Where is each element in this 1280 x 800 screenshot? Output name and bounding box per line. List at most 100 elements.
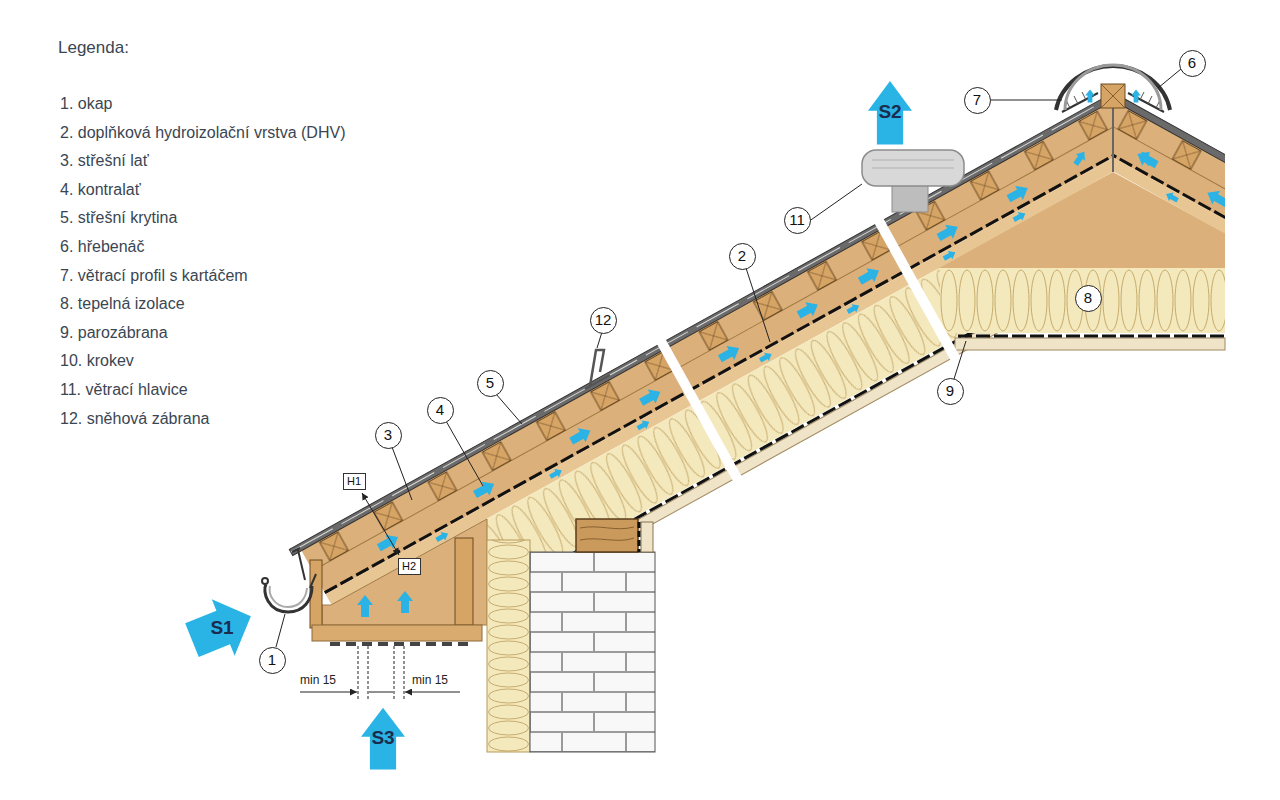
wood-grain (580, 527, 634, 540)
callout-number: 8 (1084, 290, 1092, 307)
brush (1066, 92, 1160, 108)
legend-text: 12. sněhová zábrana (60, 410, 209, 427)
callout-circle: 9 (937, 378, 964, 405)
legend-item: 12. sněhová zábrana (60, 405, 345, 434)
height-dimension (362, 493, 399, 555)
vent-profile (1062, 93, 1164, 112)
air-arrow (567, 423, 594, 448)
callout-circle: 7 (964, 87, 991, 114)
membrane (325, 127, 1113, 592)
vapour-barrier (638, 522, 641, 552)
air-arrow (935, 220, 962, 245)
soffit (312, 625, 482, 641)
legend-item: 4. kontralať (60, 176, 345, 205)
arrow-label: S3 (371, 728, 394, 749)
air-arrow (1005, 181, 1032, 206)
extension-line (358, 646, 359, 700)
callout-number: 6 (1188, 55, 1196, 72)
air-arrow (1134, 147, 1161, 172)
section-break (870, 210, 964, 368)
gutter-inner (270, 586, 307, 607)
eave-timber (322, 519, 487, 625)
gap-dimension (300, 646, 460, 700)
callout-circle: 4 (427, 397, 454, 424)
air-arrow (397, 591, 413, 613)
air-arrow (1131, 89, 1141, 102)
dimension-label: min 15 (412, 674, 448, 687)
gutter-bead (262, 578, 268, 584)
lining (487, 333, 1113, 552)
air-arrow (1071, 148, 1089, 167)
legend-item: 3. střešní lať (60, 147, 345, 176)
air-arrow (856, 263, 883, 288)
extension-line (404, 646, 405, 700)
legend-text: 1. okap (60, 95, 112, 112)
vent-stem (892, 184, 928, 212)
callout-number: 9 (946, 383, 954, 400)
legend-item: 7. větrací profil s kartáčem (60, 262, 345, 291)
arrow-label: S1 (210, 618, 233, 639)
arrow-body (868, 81, 912, 145)
leader-line (746, 268, 770, 342)
batten-cross (1102, 85, 1125, 108)
leader-line (496, 394, 522, 424)
leader-line (446, 421, 483, 486)
air-arrow (1085, 89, 1095, 102)
arrow-body (361, 708, 405, 770)
post (455, 538, 473, 625)
vapour-barrier (487, 333, 1113, 552)
leader-line (392, 447, 412, 500)
dimension-line (405, 692, 460, 693)
callout-circle: 11 (784, 207, 811, 234)
callout-number: 7 (973, 92, 981, 109)
legend-item: 8. tepelná izolace (60, 290, 345, 319)
snow-guard (585, 350, 610, 389)
legend-item: 5. střešní krytina (60, 204, 345, 233)
arrow-body (181, 588, 263, 668)
drip-edge (292, 548, 305, 580)
callout-number: 3 (384, 427, 392, 444)
right-slope (1113, 94, 1225, 251)
air-arrow (716, 341, 743, 366)
height-tag: H1 (343, 473, 366, 490)
dimension-line (300, 692, 357, 693)
gutter-bracket (310, 574, 316, 588)
ceiling-lining (955, 338, 1225, 350)
legend-text: 11. větrací hlavice (60, 381, 188, 398)
legend-text: 3. střešní lať (60, 152, 149, 169)
callout-number: 1 (268, 652, 276, 669)
air-arrow (1164, 190, 1180, 205)
air-arrow (375, 530, 402, 555)
callout-circle: 2 (729, 243, 756, 270)
airflow-arrow: S2 (864, 76, 916, 148)
battens (1113, 100, 1225, 216)
wall-plate (576, 519, 638, 552)
extension-line (368, 646, 369, 700)
wall-insulation (487, 540, 530, 752)
callout-number: 4 (436, 402, 444, 419)
leader-line (954, 341, 966, 379)
air-arrow (941, 248, 957, 263)
soffit-vent (330, 642, 470, 646)
legend-text: 4. kontralať (60, 181, 141, 198)
air-arrow (1204, 186, 1225, 211)
section-break (652, 331, 746, 489)
callout-circle: 6 (1179, 50, 1206, 77)
legend-text: 8. tepelná izolace (60, 295, 185, 312)
legend: 1. okap 2. doplňková hydroizolační vrstva… (60, 90, 345, 433)
vent-ribs (872, 160, 954, 168)
air-arrow (357, 595, 373, 617)
leader-line (1158, 69, 1181, 88)
air-arrow (795, 297, 822, 322)
leader-line (276, 614, 285, 647)
callout-number: 5 (486, 375, 494, 392)
tag-text: H1 (347, 475, 361, 487)
legend-item: 6. hřebenáč (60, 233, 345, 262)
brick-wall (530, 552, 655, 752)
legend-text: 7. větrací profil s kartáčem (60, 267, 248, 284)
vent-head (862, 150, 964, 186)
legend-item: 9. parozábrana (60, 319, 345, 348)
legend-item: 2. doplňková hydroizolační vrstva (DHV) (60, 119, 345, 148)
